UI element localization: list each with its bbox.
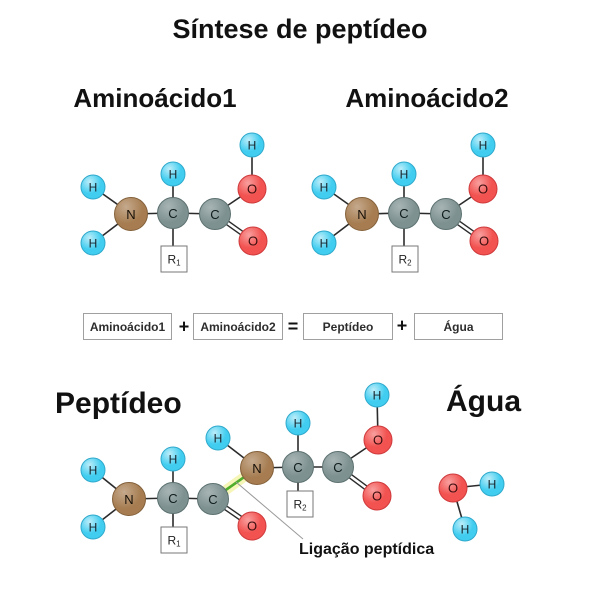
r2-subscript: 2 <box>302 503 307 512</box>
r-label: R <box>167 533 177 547</box>
nitrogen-atom: N <box>345 197 379 231</box>
equation-plus-operator: + <box>396 315 408 336</box>
r-label: R <box>398 252 408 266</box>
hydrogen-atom: H <box>311 230 337 256</box>
hydrogen-atom: H <box>80 514 106 540</box>
carbon-atom: C <box>282 451 314 483</box>
hydrogen-atom: H <box>160 161 186 187</box>
amino1-heading: Aminoácido1 <box>73 83 237 113</box>
oxygen-atom: O <box>238 226 268 256</box>
hydrogen-atom: H <box>311 174 337 200</box>
equation-term-amino1: Aminoácido1 <box>83 313 172 340</box>
carbon-atom: C <box>430 198 462 230</box>
oxygen-atom: O <box>362 481 392 511</box>
carbon-atom: C <box>157 482 189 514</box>
hydrogen-atom: H <box>80 457 106 483</box>
equation-equals-operator: = <box>287 316 299 337</box>
peptide-heading: Peptídeo <box>55 387 182 420</box>
carbon-atom: C <box>322 451 354 483</box>
hydrogen-atom: H <box>470 132 496 158</box>
r1-subscript: 1 <box>176 539 181 548</box>
oxygen-atom: O <box>237 511 267 541</box>
hydrogen-atom: H <box>80 174 106 200</box>
hydrogen-atom: H <box>364 382 390 408</box>
equation-term-peptide: Peptídeo <box>303 313 393 340</box>
nitrogen-atom: N <box>114 197 148 231</box>
hydrogen-atom: H <box>239 132 265 158</box>
peptide-bond-annotation: Ligação peptídica <box>299 541 435 558</box>
hydrogen-atom: H <box>285 410 311 436</box>
carbon-atom: C <box>197 483 229 515</box>
hydrogen-atom: H <box>452 516 478 542</box>
hydrogen-atom: H <box>205 425 231 451</box>
equation-term-water: Água <box>414 313 503 340</box>
r2-subscript: 2 <box>407 258 412 267</box>
carbon-atom: C <box>388 197 420 229</box>
oxygen-atom: O <box>438 473 468 503</box>
carbon-atom: C <box>157 197 189 229</box>
peptide-bond-pointer-line <box>235 481 304 540</box>
amino2-heading: Aminoácido2 <box>345 83 509 113</box>
carbon-atom: C <box>199 198 231 230</box>
oxygen-atom: O <box>237 174 267 204</box>
water-heading: Água <box>446 385 521 418</box>
page-title: Síntese de peptídeo <box>172 14 428 44</box>
hydrogen-atom: H <box>391 161 417 187</box>
equation-term-amino2: Aminoácido2 <box>193 313 283 340</box>
nitrogen-atom: N <box>112 482 146 516</box>
hydrogen-atom: H <box>479 471 505 497</box>
r-label: R <box>293 497 303 511</box>
r-label: R <box>167 252 177 266</box>
oxygen-atom: O <box>468 174 498 204</box>
nitrogen-atom: N <box>240 451 274 485</box>
hydrogen-atom: H <box>160 446 186 472</box>
r1-subscript: 1 <box>176 258 181 267</box>
oxygen-atom: O <box>363 425 393 455</box>
oxygen-atom: O <box>469 226 499 256</box>
equation-plus-operator: + <box>178 316 190 337</box>
hydrogen-atom: H <box>80 230 106 256</box>
